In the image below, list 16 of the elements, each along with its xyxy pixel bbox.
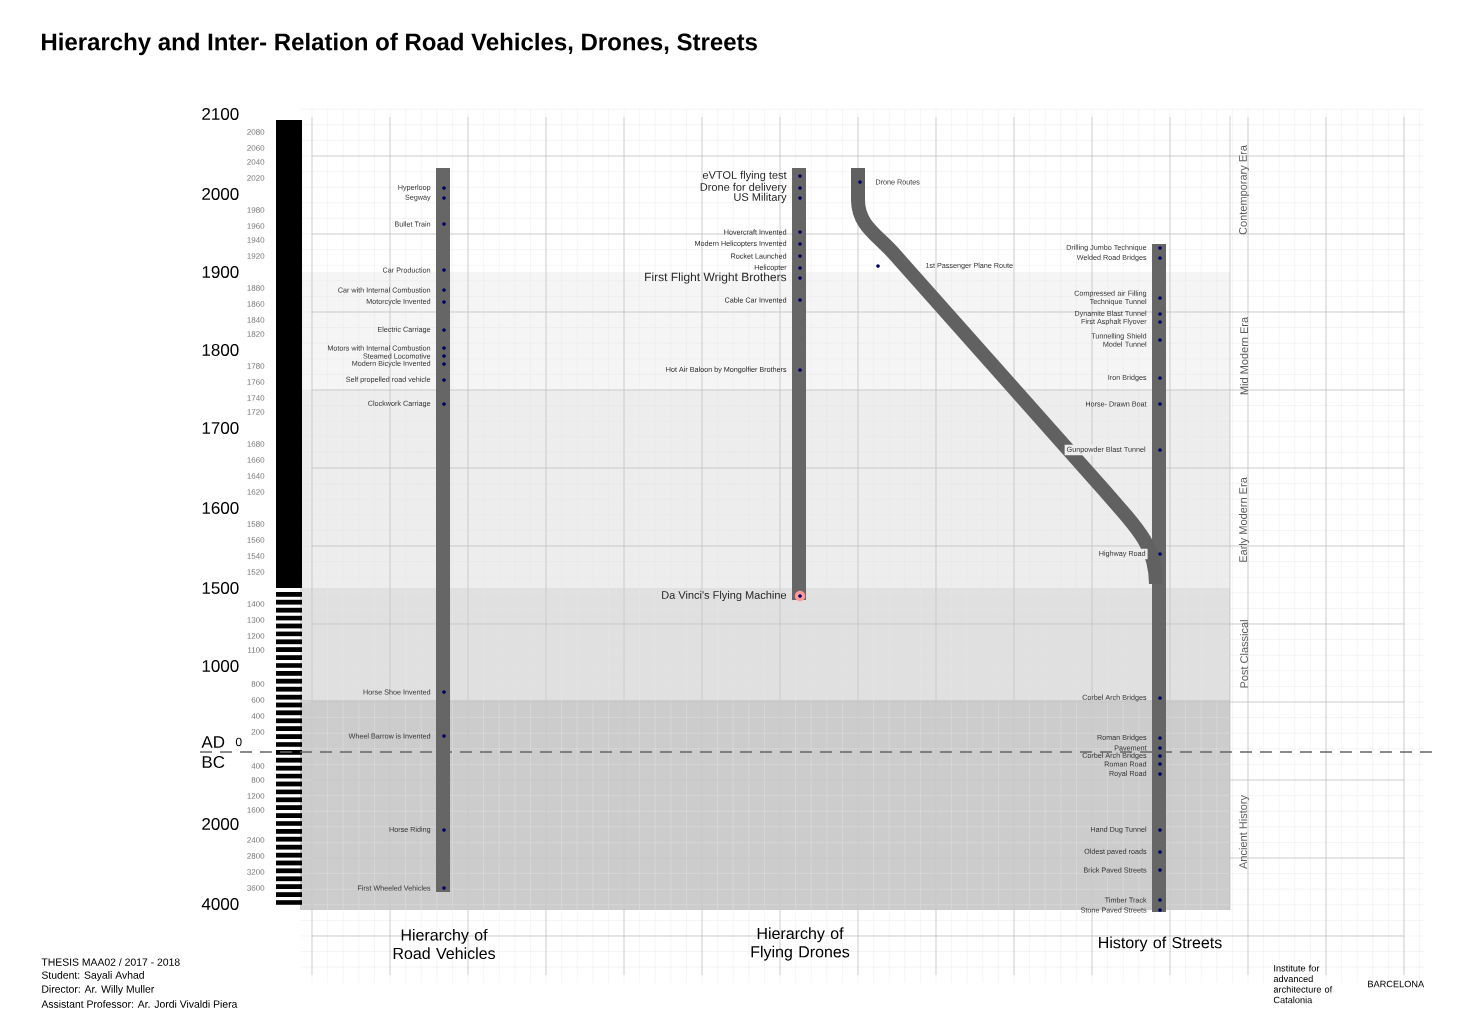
- axis-year-label: 2000: [202, 818, 239, 830]
- axis-year-label: BC: [202, 756, 225, 768]
- title: Hierarchy and Inter- Relation of Road Vehicles, Drones, Streets: [42, 32, 757, 56]
- axis-year-label: 2000: [202, 188, 239, 200]
- axis-year-label: AD: [201, 736, 225, 748]
- axis-year-label: 1700: [202, 422, 239, 434]
- column-title: Hierarchy of Flying Drones: [751, 927, 850, 961]
- axis-year-label: 1800: [202, 344, 239, 356]
- axis-year-label: 1500: [202, 582, 239, 594]
- axis-year-label: 1900: [202, 266, 239, 278]
- axis-year-label: 2100: [202, 108, 239, 120]
- column-title: History of Streets: [1099, 936, 1222, 952]
- axis-year-label: 1000: [202, 660, 239, 672]
- axis-year-label: 4000: [201, 898, 239, 910]
- axis-year-label: 1600: [202, 502, 239, 514]
- column-title: Hierarchy of Road Vehicles: [393, 928, 496, 960]
